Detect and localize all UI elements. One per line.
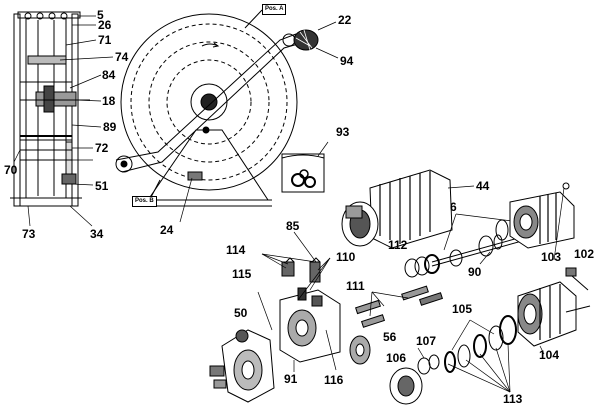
part-number-112: 112	[388, 238, 408, 252]
part-number-94: 94	[340, 54, 354, 68]
shaft-group	[404, 213, 541, 278]
part-number-18: 18	[102, 94, 116, 108]
part-number-89: 89	[103, 120, 117, 134]
part-number-71: 71	[98, 33, 112, 47]
part-number-113: 113	[503, 392, 523, 406]
part-number-44: 44	[476, 179, 490, 193]
view-marker-pos-b: Pos. B	[132, 196, 157, 207]
leaders-lower	[261, 231, 363, 372]
cylinder-head	[209, 291, 275, 403]
part-number-105: 105	[452, 302, 473, 316]
part-number-24: 24	[160, 223, 174, 237]
part-number-84: 84	[102, 68, 116, 82]
part-number-106: 106	[386, 351, 407, 365]
reel-side-view	[10, 11, 90, 207]
part-number-51: 51	[95, 179, 109, 193]
part-number-91: 91	[284, 372, 298, 386]
part-number-26: 26	[98, 18, 112, 32]
part-number-104: 104	[539, 348, 560, 362]
view-marker-pos-a: Pos. A	[262, 4, 287, 15]
motor-assembly	[341, 169, 475, 249]
part-number-6: 6	[450, 200, 457, 214]
part-number-73: 73	[22, 227, 36, 241]
part-number-90: 90	[468, 265, 482, 279]
part-number-56: 56	[383, 330, 397, 344]
part-number-110: 110	[336, 250, 356, 264]
leaders-center	[179, 21, 339, 223]
reel-front-view	[115, 9, 319, 207]
seal-kit-parts	[349, 335, 440, 405]
part-number-102: 102	[574, 247, 595, 261]
part-number-72: 72	[95, 141, 109, 155]
bearing-flange	[509, 182, 575, 261]
part-number-111: 111	[346, 279, 365, 293]
part-number-116: 116	[324, 373, 344, 387]
oring-bag	[281, 141, 329, 193]
part-number-114: 114	[226, 243, 246, 257]
part-number-115: 115	[232, 267, 252, 281]
part-number-103: 103	[541, 250, 562, 264]
part-number-93: 93	[336, 125, 350, 139]
crankcase	[444, 267, 591, 393]
part-number-34: 34	[90, 227, 104, 241]
pump-manifold	[279, 257, 444, 363]
part-number-5: 5	[97, 8, 104, 22]
part-number-50: 50	[234, 306, 248, 320]
part-number-85: 85	[286, 219, 300, 233]
part-number-107: 107	[416, 334, 437, 348]
part-number-22: 22	[338, 13, 352, 27]
part-number-74: 74	[115, 50, 129, 64]
leaders-left	[13, 15, 114, 227]
part-number-70: 70	[4, 163, 18, 177]
